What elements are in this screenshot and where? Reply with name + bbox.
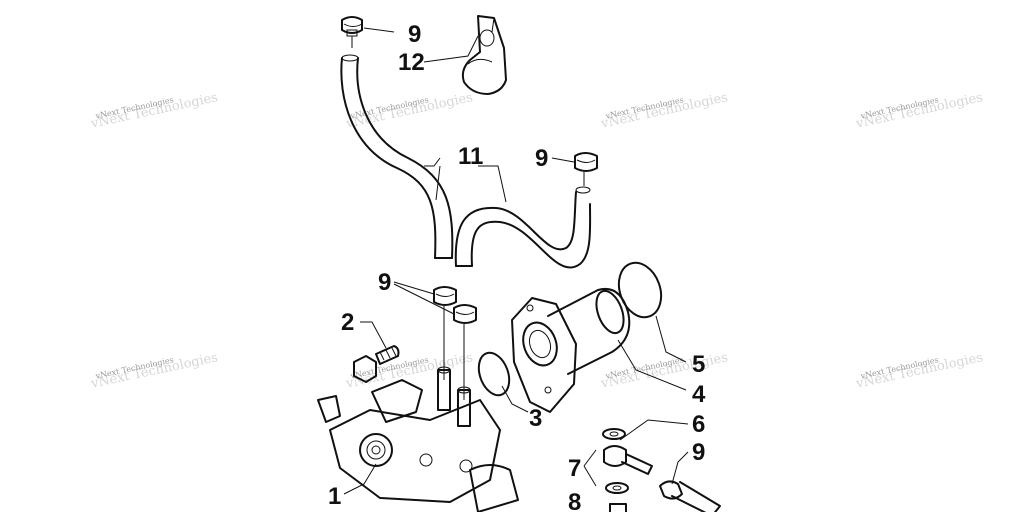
watermark-5: vNext Technologies vNext Technologies [89, 350, 219, 392]
callout-9-top: 9 [408, 21, 421, 48]
hose-clamp-top [341, 16, 363, 48]
callout-5: 5 [692, 351, 705, 378]
watermark-7: vNext Technologies vNext Technologies [599, 350, 729, 392]
callout-3: 3 [529, 405, 542, 432]
leader-lines [343, 27, 689, 495]
o-ring-small [477, 351, 511, 397]
watermark-2: vNext Technologies vNext Technologies [344, 90, 474, 132]
callouts: 9 12 11 9 9 2 5 4 3 6 9 7 8 1 [328, 21, 706, 512]
callout-9-right: 9 [535, 145, 548, 172]
watermark-3: vNext Technologies vNext Technologies [599, 90, 729, 132]
hose-clamp-bottom [659, 480, 721, 512]
watermarks: vNext Technologies vNext Technologies vN… [89, 90, 984, 392]
callout-4: 4 [692, 381, 706, 408]
callout-9-bottom: 9 [692, 439, 705, 466]
watermark-8: vNext Technologies vNext Technologies [854, 350, 984, 392]
callout-8: 8 [568, 489, 581, 512]
callout-9-middle: 9 [378, 269, 391, 296]
banjo-fitting [602, 428, 653, 494]
o-ring-large [617, 261, 663, 319]
callout-11: 11 [458, 143, 483, 170]
banjo-bolt [353, 345, 400, 383]
watermark-1: vNext Technologies vNext Technologies [89, 90, 219, 132]
fuel-hose-left [340, 54, 454, 259]
oil-pump-body [317, 366, 519, 512]
callout-6: 6 [692, 411, 705, 438]
watermark-4: vNext Technologies vNext Technologies [854, 90, 984, 132]
hose-clamp-middle-a [433, 286, 457, 380]
pump-housing [511, 288, 631, 413]
callout-7: 7 [568, 455, 581, 482]
callout-12: 12 [398, 49, 425, 76]
fuel-hose-right [454, 186, 592, 269]
watermark-6: vNext Technologies vNext Technologies [344, 350, 474, 392]
hose-bracket [461, 15, 507, 95]
callout-1: 1 [328, 483, 341, 510]
callout-2: 2 [341, 309, 354, 336]
hose-fitting [609, 503, 627, 512]
hose-clamp-right [574, 152, 598, 186]
